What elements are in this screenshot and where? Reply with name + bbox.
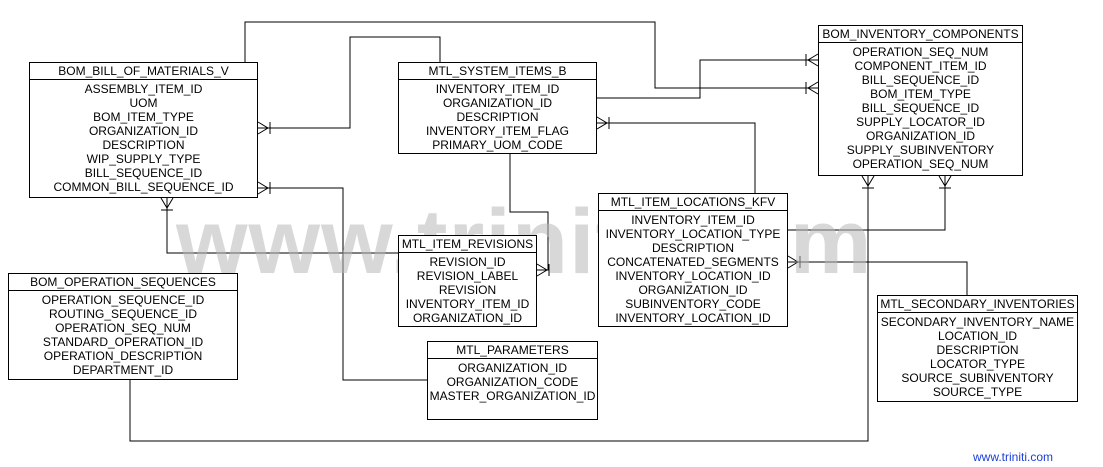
rel-system-items-to-revisions (509, 154, 549, 271)
entity-field: LOCATION_ID (937, 329, 1018, 343)
entity-field: INVENTORY_LOCATION_ID (615, 311, 771, 325)
crowsfoot-inv-components-3 (861, 175, 875, 189)
crowsfoot-bom-bill-3 (257, 181, 271, 195)
entity-field: INVENTORY_ITEM_ID (435, 82, 560, 96)
entity-field: OPERATION_DESCRIPTION (43, 349, 203, 363)
entity-field: OPERATION_SEQ_NUM (852, 157, 989, 171)
entity-field: ORGANIZATION_ID (638, 283, 748, 297)
entity-field: COMPONENT_ITEM_ID (854, 59, 987, 73)
entity-field: ORGANIZATION_ID (865, 129, 976, 143)
entity-field: WIP_SUPPLY_TYPE (86, 152, 201, 166)
entity-field: SECONDARY_INVENTORY_NAME (880, 315, 1075, 329)
entity-field: REVISION_LABEL (416, 269, 519, 283)
entity-bom-inventory-components: BOM_INVENTORY_COMPONENTS OPERATION_SEQ_N… (818, 25, 1023, 176)
entity-field: BILL_SEQUENCE_ID (861, 73, 980, 87)
crowsfoot-inv-components-4 (938, 175, 952, 189)
entity-field: REVISION_ID (429, 255, 506, 269)
entity-field: BOM_ITEM_TYPE (870, 87, 971, 101)
entity-field: MASTER_ORGANIZATION_ID (429, 389, 596, 403)
entity-field: ASSEMBLY_ITEM_ID (84, 82, 203, 96)
triniti-link[interactable]: www.triniti.com (973, 450, 1054, 464)
entity-field: PRIMARY_UOM_CODE (432, 138, 563, 152)
rel-bom-bill-to-inv-components (244, 21, 818, 89)
entity-title: BOM_OPERATION_SEQUENCES (9, 274, 237, 291)
entity-field: DESCRIPTION (102, 138, 185, 152)
entity-title: MTL_ITEM_LOCATIONS_KFV (599, 194, 787, 211)
crowsfoot-bom-bill-1 (257, 121, 271, 135)
rel-locations-to-system-items (597, 122, 756, 193)
entity-title: MTL_PARAMETERS (428, 342, 597, 359)
entity-title: MTL_SECONDARY_INVENTORIES (878, 296, 1077, 313)
entity-title: MTL_SYSTEM_ITEMS_B (399, 63, 596, 80)
entity-title: MTL_ITEM_REVISIONS (399, 236, 536, 253)
entity-bom-bill-of-materials-v: BOM_BILL_OF_MATERIALS_V ASSEMBLY_ITEM_ID… (29, 62, 258, 198)
entity-field: OPERATION_SEQ_NUM (852, 45, 989, 59)
entity-field: INVENTORY_ITEM_ID (631, 213, 755, 227)
entity-field: INVENTORY_ITEM_ID (405, 297, 530, 311)
entity-field: SOURCE_TYPE (932, 385, 1023, 399)
crowsfoot-inv-components-1 (805, 81, 819, 95)
entity-field: OPERATION_SEQUENCE_ID (41, 293, 205, 307)
rel-system-items-to-bom-bill (258, 36, 441, 129)
entity-bom-operation-sequences: BOM_OPERATION_SEQUENCES OPERATION_SEQUEN… (8, 273, 238, 380)
entity-field: BILL_SEQUENCE_ID (861, 101, 980, 115)
rel-parameters-to-bom-bill (258, 187, 427, 381)
entity-field: ORGANIZATION_ID (457, 361, 568, 375)
rel-secondary-inv-to-locations (788, 261, 968, 295)
entity-field: ORGANIZATION_CODE (446, 375, 579, 389)
entity-field: COMMON_BILL_SEQUENCE_ID (53, 180, 234, 194)
entity-field: BILL_SEQUENCE_ID (84, 166, 203, 180)
rel-op-sequences-to-inv-components (129, 176, 869, 442)
entity-field: DESCRIPTION (456, 110, 539, 124)
entity-field: DESCRIPTION (651, 241, 734, 255)
entity-field: INVENTORY_LOCATION_TYPE (605, 227, 781, 241)
entity-field: SOURCE_SUBINVENTORY (901, 371, 1054, 385)
entity-field: BOM_ITEM_TYPE (93, 110, 194, 124)
entity-field: SUBINVENTORY_CODE (625, 297, 761, 311)
entity-mtl-item-locations-kfv: MTL_ITEM_LOCATIONS_KFV INVENTORY_ITEM_ID… (598, 193, 788, 327)
entity-field: REVISION (438, 283, 497, 297)
entity-field: OPERATION_SEQ_NUM (55, 321, 191, 335)
entity-field: LOCATOR_TYPE (930, 357, 1025, 371)
rel-system-items-to-inv-components (597, 59, 818, 99)
entity-title: BOM_BILL_OF_MATERIALS_V (30, 63, 257, 80)
entity-field: STANDARD_OPERATION_ID (42, 335, 204, 349)
entity-field: DESCRIPTION (936, 343, 1019, 357)
entity-field: CONCATENATED_SEGMENTS (607, 255, 779, 269)
entity-field: DEPARTMENT_ID (72, 363, 174, 377)
entity-field: ORGANIZATION_ID (412, 311, 523, 325)
entity-field: INVENTORY_ITEM_FLAG (426, 124, 569, 138)
crowsfoot-inv-components-2 (805, 53, 819, 67)
crowsfoot-revisions-1 (536, 263, 550, 277)
crowsfoot-locations-1 (787, 255, 801, 269)
crowsfoot-bom-bill-2 (160, 197, 174, 211)
crowsfoot-system-items-1 (596, 116, 610, 130)
entity-field: INVENTORY_LOCATION_ID (615, 269, 771, 283)
entity-mtl-secondary-inventories: MTL_SECONDARY_INVENTORIES SECONDARY_INVE… (877, 295, 1078, 402)
entity-field: UOM (129, 96, 158, 110)
entity-field: ROUTING_SEQUENCE_ID (48, 307, 198, 321)
rel-locations-to-inv-components (788, 176, 946, 231)
entity-title: BOM_INVENTORY_COMPONENTS (819, 26, 1022, 43)
entity-field: ORGANIZATION_ID (88, 124, 199, 138)
entity-field: ORGANIZATION_ID (442, 96, 553, 110)
entity-field: SUPPLY_SUBINVENTORY (846, 143, 995, 157)
entity-field: SUPPLY_LOCATOR_ID (856, 115, 985, 129)
